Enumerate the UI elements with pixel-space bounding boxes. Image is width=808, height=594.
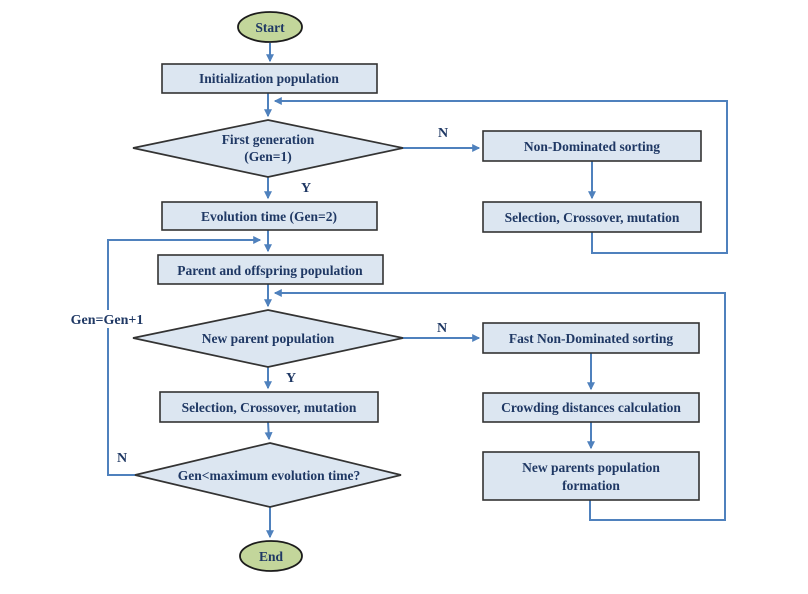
gen-increment-annotation: Gen=Gen+1 bbox=[64, 310, 150, 328]
first-generation-n-label: N bbox=[438, 126, 448, 141]
connector-scm2-to-max-evo bbox=[264, 421, 273, 441]
first-generation-diamond bbox=[132, 119, 404, 178]
non-dominated-sorting-label: Non-Dominated sorting bbox=[524, 139, 660, 154]
first-generation-decision: First generation (Gen=1) bbox=[132, 119, 404, 178]
crowding-distances-label: Crowding distances calculation bbox=[501, 400, 681, 415]
new-parents-formation-label-line2: formation bbox=[562, 478, 620, 493]
non-dominated-sorting-box bbox=[482, 130, 702, 162]
non-dominated-sorting-process: Non-Dominated sorting bbox=[482, 130, 702, 162]
end-terminator: End bbox=[239, 540, 303, 572]
first-generation-label-line1: First generation bbox=[222, 132, 315, 147]
selection-crossover-mutation-1-label: Selection, Crossover, mutation bbox=[505, 210, 680, 225]
max-evolution-time-diamond bbox=[134, 442, 402, 508]
selection-crossover-mutation-2-label: Selection, Crossover, mutation bbox=[182, 400, 357, 415]
new-parents-formation-box bbox=[482, 451, 700, 501]
parent-offspring-population-box bbox=[157, 254, 384, 285]
crowding-distances-box bbox=[482, 392, 700, 423]
first-generation-label-line2: (Gen=1) bbox=[244, 149, 291, 164]
new-parent-population-diamond bbox=[132, 309, 404, 368]
start-label: Start bbox=[255, 20, 285, 35]
selection-crossover-mutation-1-process: Selection, Crossover, mutation bbox=[482, 201, 702, 233]
max-evolution-time-label: Gen<maximum evolution time? bbox=[178, 468, 360, 483]
max-evolution-n-label: N bbox=[117, 451, 127, 466]
fast-non-dominated-sorting-box bbox=[482, 322, 700, 354]
end-ellipse bbox=[239, 540, 303, 572]
selection-crossover-mutation-2-process: Selection, Crossover, mutation bbox=[159, 391, 379, 423]
initialization-population-box bbox=[161, 63, 378, 94]
connector-formation-return-loop bbox=[273, 289, 726, 521]
evolution-time-label: Evolution time (Gen=2) bbox=[201, 209, 337, 224]
new-parents-formation-process: New parents population formation bbox=[482, 451, 700, 501]
connector-scm1-return-loop bbox=[273, 97, 728, 254]
connector-gen-increment-loop bbox=[107, 236, 262, 476]
max-evolution-time-decision: Gen<maximum evolution time? bbox=[134, 442, 402, 508]
selection-crossover-mutation-2-box bbox=[159, 391, 379, 423]
evolution-time-process: Evolution time (Gen=2) bbox=[161, 201, 378, 231]
fast-non-dominated-sorting-label: Fast Non-Dominated sorting bbox=[509, 331, 673, 346]
initialization-population-process: Initialization population bbox=[161, 63, 378, 94]
parent-offspring-population-label: Parent and offspring population bbox=[177, 263, 363, 278]
parent-offspring-population-process: Parent and offspring population bbox=[157, 254, 384, 285]
new-parent-n-label: N bbox=[437, 321, 447, 336]
selection-crossover-mutation-1-box bbox=[482, 201, 702, 233]
end-label: End bbox=[259, 549, 284, 564]
first-generation-y-label: Y bbox=[301, 181, 311, 196]
gen-increment-label-background bbox=[64, 310, 150, 328]
start-terminator: Start bbox=[237, 11, 303, 43]
gen-increment-label: Gen=Gen+1 bbox=[71, 313, 144, 328]
new-parent-population-decision: New parent population bbox=[132, 309, 404, 368]
evolution-time-box bbox=[161, 201, 378, 231]
new-parents-formation-label-line1: New parents population bbox=[522, 460, 660, 475]
fast-non-dominated-sorting-process: Fast Non-Dominated sorting bbox=[482, 322, 700, 354]
initialization-population-label: Initialization population bbox=[199, 71, 339, 86]
crowding-distances-process: Crowding distances calculation bbox=[482, 392, 700, 423]
new-parent-population-label: New parent population bbox=[202, 331, 335, 346]
new-parent-y-label: Y bbox=[286, 371, 296, 386]
start-ellipse bbox=[237, 11, 303, 43]
